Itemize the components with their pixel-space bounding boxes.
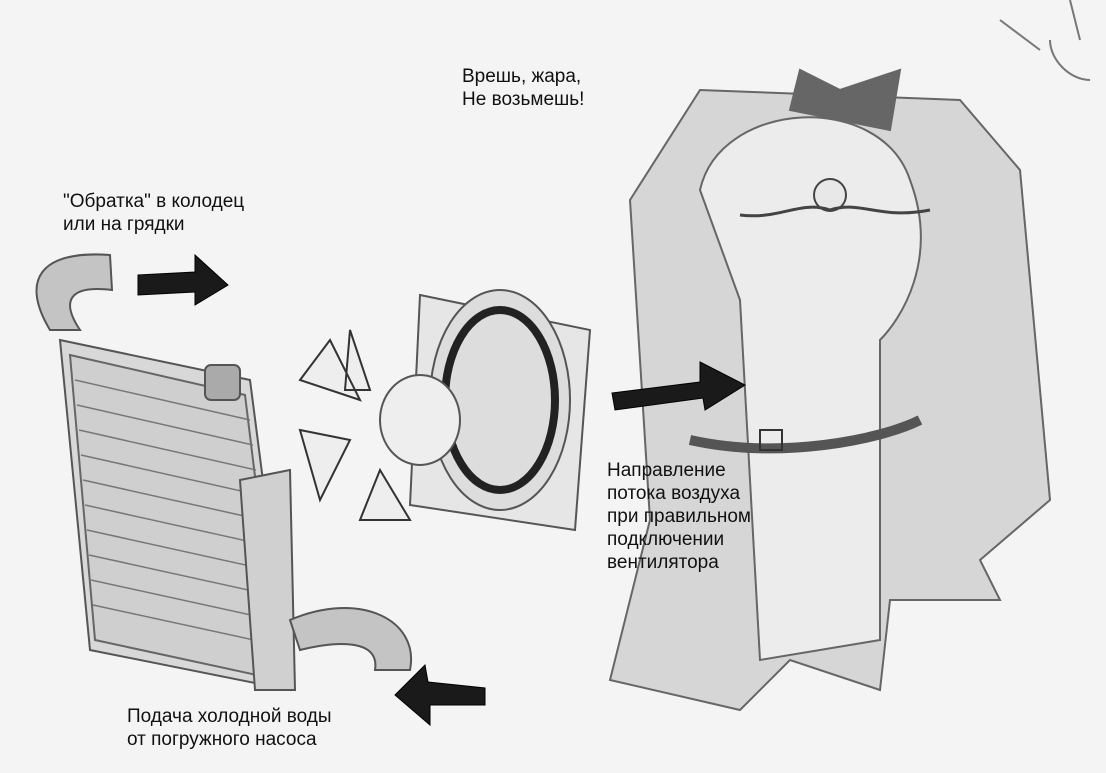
return-hose	[35, 253, 114, 331]
return-flow-label: "Обратка" в колодец или на грядки	[63, 191, 245, 235]
radiator-cap	[204, 364, 241, 401]
arrow-water	[394, 663, 486, 727]
air-flow-label: Направление потока воздуха при правильно…	[607, 460, 751, 573]
fan	[298, 289, 592, 532]
water-supply-label: Подача холодной воды от погружного насос…	[127, 706, 332, 750]
speech-text: Врешь, жара, Не возьмешь!	[462, 66, 585, 110]
arrow-return	[137, 253, 229, 306]
supply-hose	[288, 607, 413, 671]
radiator	[58, 338, 297, 692]
arrow-air	[611, 361, 747, 411]
character-with-cape	[608, 0, 1091, 712]
